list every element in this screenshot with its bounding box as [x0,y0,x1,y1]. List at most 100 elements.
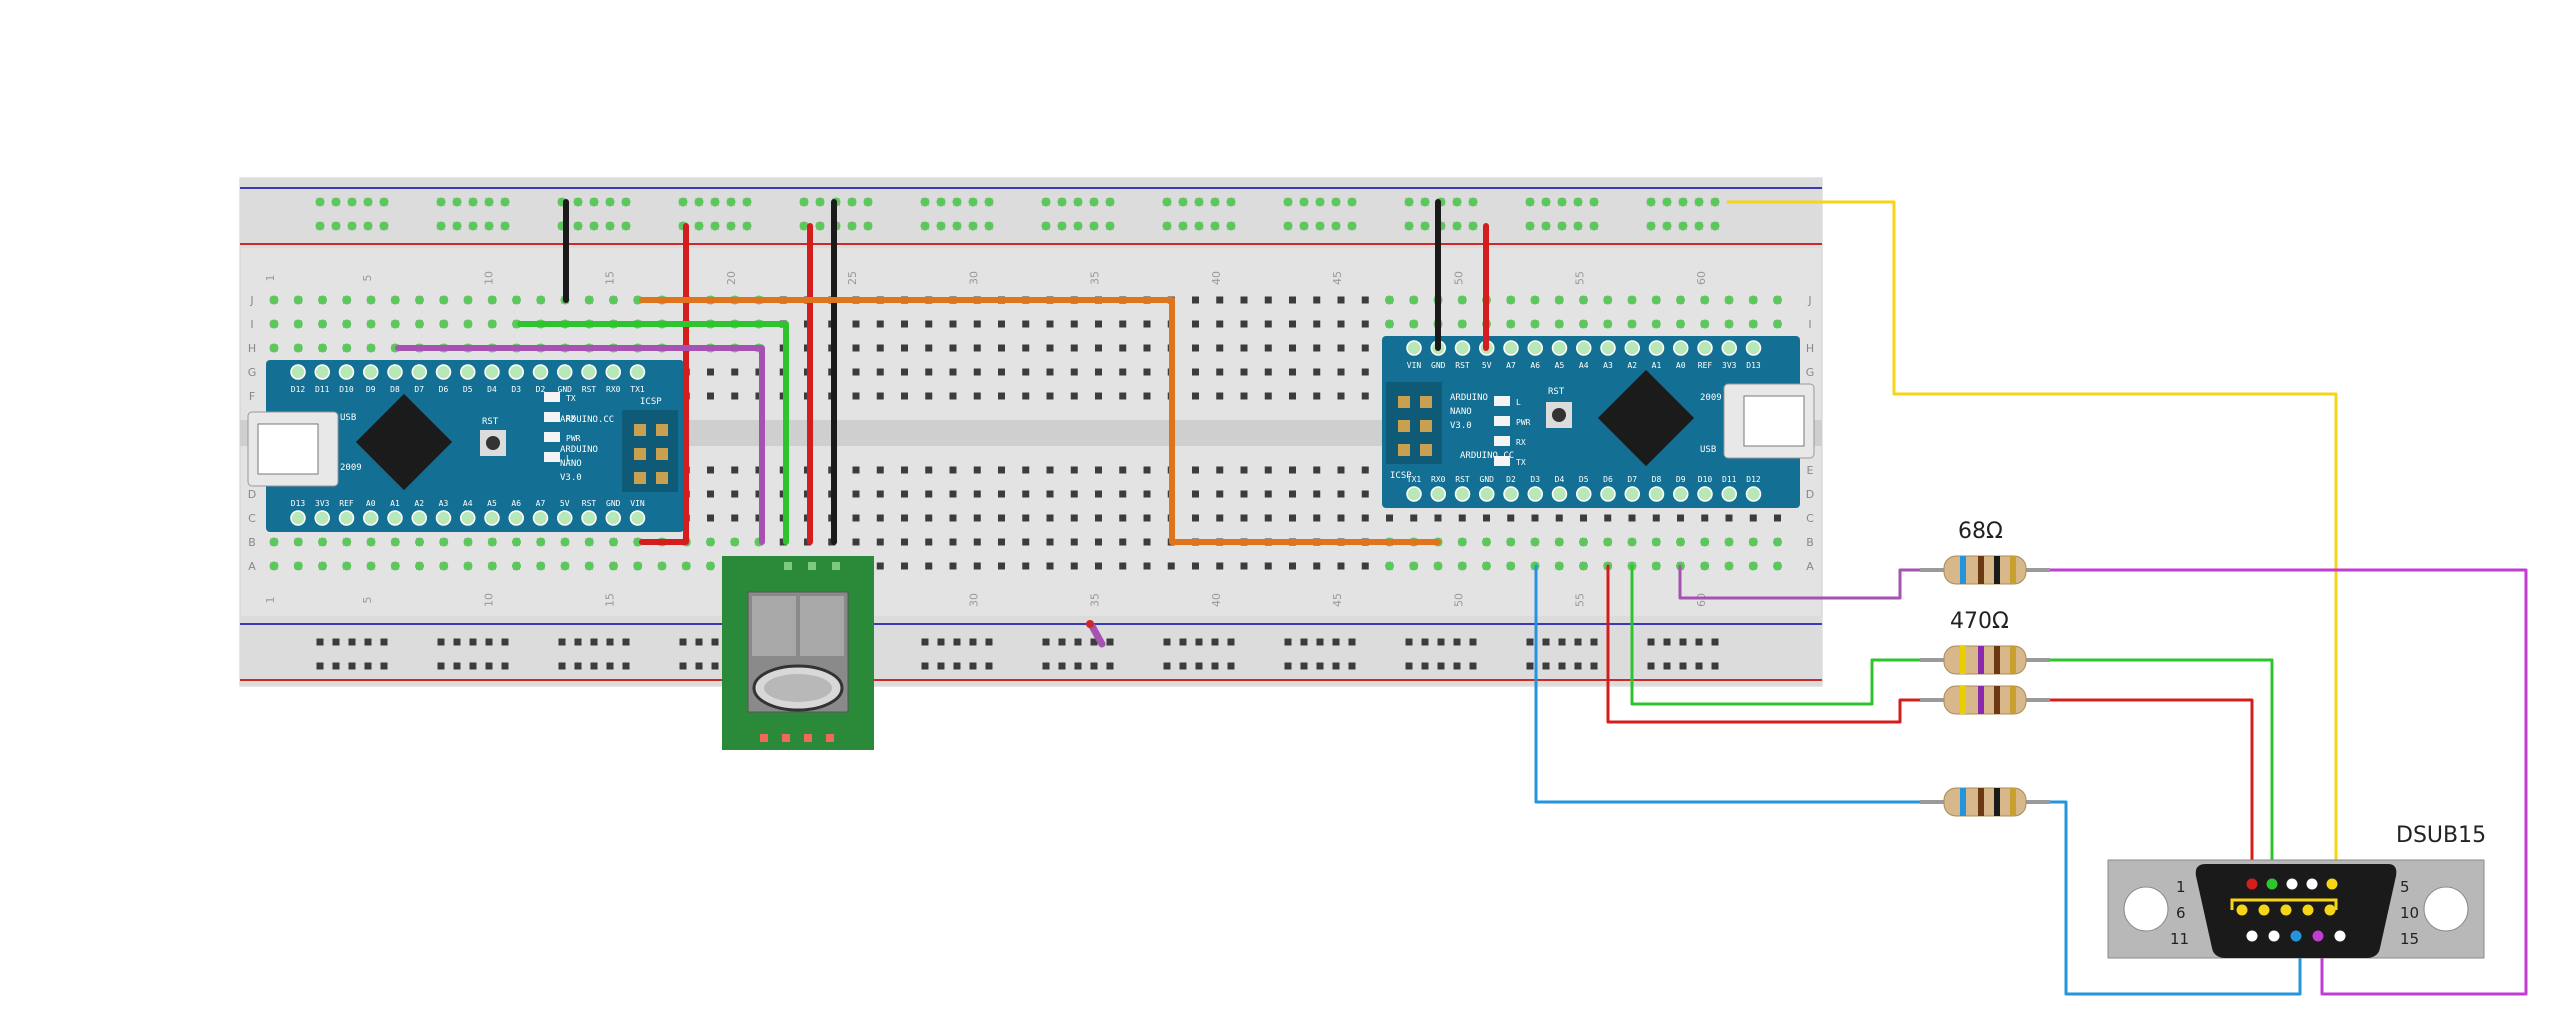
connected-hole-marker [269,537,279,547]
nano-pin-label: A1 [1652,361,1662,370]
connected-hole-marker [1710,221,1720,231]
breadboard-hole [1095,392,1102,400]
connected-hole-marker [342,319,352,329]
breadboard-hole [1289,514,1296,522]
breadboard-hole [973,466,981,474]
nano-pin-label: RST [582,499,597,508]
breadboard-hole [1143,320,1151,328]
connected-hole-marker [1700,319,1710,329]
nano-left-rst-label: RST [482,417,499,427]
breadboard-hole [731,392,739,400]
nano-right-reset-knob[interactable] [1552,408,1566,422]
breadboard-hole [1192,466,1199,474]
nano-pin-label: D10 [1698,475,1713,484]
nano-pin [411,364,427,380]
connected-hole-marker [363,197,373,207]
nano-left-reset-knob[interactable] [486,436,500,450]
breadboard-hole [852,320,860,328]
rail-hole [1590,662,1598,670]
connected-hole-marker [605,197,615,207]
breadboard-hole [1070,562,1078,570]
nano-pin-label: D8 [390,385,400,394]
connected-hole-marker [1773,537,1782,547]
connected-hole-marker [584,295,594,305]
rail-hole [1469,662,1477,670]
breadboard-hole [1337,320,1345,328]
rail-hole [437,662,445,670]
breadboard-hole [1216,562,1224,570]
connected-hole-marker [1525,221,1535,231]
resistors: 68Ω 470Ω [1920,519,2050,817]
status-led [1494,436,1510,446]
rail-hole [1348,638,1356,646]
status-led [544,392,560,402]
nano-pin [1600,340,1616,356]
connected-hole-marker [347,197,357,207]
resistor-68ohm-b [1920,787,2050,817]
rail-hole [622,662,630,670]
connected-hole-marker [415,319,424,329]
nano-pin [314,364,330,380]
breadboard-hole [1095,538,1102,546]
rail-hole [695,638,703,646]
breadboard-hole [1167,562,1175,570]
resistor-470ohm-b [1920,685,2050,715]
rail-hole [485,638,493,646]
breadboard-hole [1046,344,1054,352]
connected-hole-marker [633,561,643,571]
status-led-label: L [1516,398,1521,407]
breadboard-hole [901,538,908,546]
breadboard-hole [1095,490,1102,498]
breadboard-row-letter: E [1807,464,1814,477]
breadboard-hole [1264,296,1272,304]
connected-hole-marker [706,561,715,571]
breadboard-hole [949,344,957,352]
nano-pin [411,510,427,526]
breadboard-hole [1264,562,1272,570]
connected-hole-marker [342,295,352,305]
connected-hole-marker [1530,295,1540,305]
nano-pin-label: 3V3 [315,499,330,508]
nano-left-model: ARDUINO [560,445,598,455]
nano-right-model: ARDUINO [1450,393,1488,403]
connected-hole-marker [1162,221,1172,231]
rail-hole [1332,638,1340,646]
rail-hole [1574,662,1582,670]
nano-pin-label: A7 [536,499,546,508]
nano-right-year: 2009 [1700,393,1722,403]
nano-pin [1673,340,1689,356]
ps2-pad [808,562,816,570]
breadboard-hole [1216,344,1224,352]
breadboard-hole [901,562,908,570]
connected-hole-marker [1457,319,1467,329]
breadboard-column-number: 35 [1089,593,1102,607]
breadboard-hole [1046,514,1054,522]
breadboard-hole [949,392,957,400]
connected-hole-marker [589,197,599,207]
nano-pin [484,364,500,380]
connected-hole-marker [500,197,510,207]
nano-pin [1454,486,1471,502]
rail-hole [1195,638,1203,646]
nano-pin [290,364,306,380]
connected-hole-marker [1385,295,1394,305]
rail-hole [937,662,945,670]
connected-hole-marker [863,221,873,231]
wire-red-470ohm [1606,564,1946,724]
nano-right-usb-label: USB [1700,445,1716,455]
connected-hole-marker [609,537,618,547]
breadboard-hole [1240,296,1248,304]
connected-hole-marker [1662,197,1672,207]
nano-pin [1697,486,1713,502]
connected-hole-marker [1041,221,1051,231]
status-led [544,432,560,442]
breadboard-hole [1458,514,1466,522]
breadboard-hole [1337,562,1345,570]
rail-hole [1679,662,1687,670]
connected-hole-marker [742,197,752,207]
breadboard-hole [876,320,884,328]
dsub15-pin [2286,878,2298,890]
nano-pin-label: A6 [1530,361,1540,370]
connected-hole-marker [1589,221,1599,231]
breadboard-hole [852,344,860,352]
